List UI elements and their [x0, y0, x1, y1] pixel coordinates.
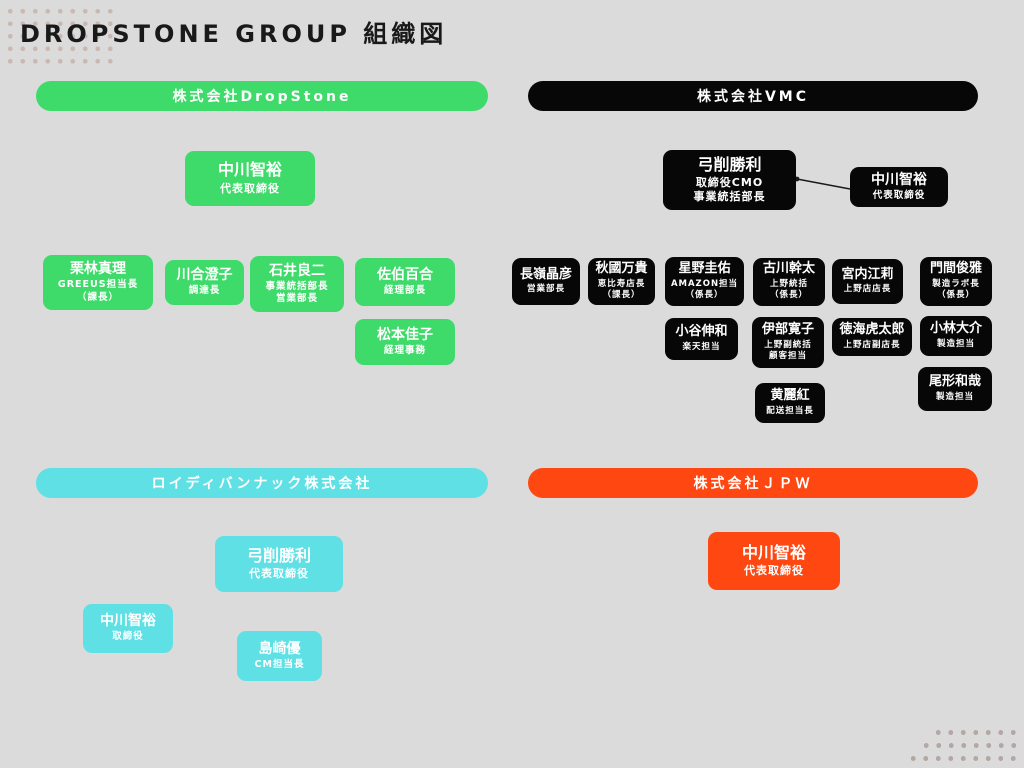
member-role: 製造ラボ長 （係長） [932, 278, 980, 300]
section-header-dropstone: 株式会社DropStone [36, 81, 488, 111]
member-role: 恵比寿店長 （課長） [597, 278, 646, 300]
member-role: 製造担当 [935, 391, 974, 402]
org-card: 黄麗紅 配送担当長 [755, 383, 825, 423]
dots-decoration-top-left [4, 5, 117, 68]
member-role: 上野店店長 [843, 284, 892, 295]
member-name: 小林大介 [929, 321, 982, 336]
member-name: 古川幹太 [762, 261, 815, 277]
member-role: 代表取締役 [872, 189, 926, 201]
org-card: 弓削勝利 代表取締役 [215, 536, 343, 592]
org-card: 秋國万貴 恵比寿店長 （課長） [588, 258, 655, 305]
member-role: 事業統括部長 営業部長 [265, 280, 329, 305]
member-name: 尾形和哉 [928, 374, 981, 389]
dots-decoration-bottom-right [920, 739, 1020, 752]
member-role: 上野副統括 顧客担当 [764, 339, 812, 361]
section-header-jpw: 株式会社ＪＰＷ [528, 468, 978, 498]
member-name: 川合澄子 [176, 267, 233, 284]
member-name: 伊部寛子 [761, 321, 814, 337]
member-name: 黄麗紅 [770, 388, 810, 403]
org-card: 松本佳子 経理事務 [355, 319, 455, 365]
org-card: 佐伯百合 経理部長 [355, 258, 455, 306]
member-role: 楽天担当 [682, 341, 721, 352]
org-card: 中川智裕 代表取締役 [850, 167, 948, 207]
member-name: 門間俊雅 [929, 260, 982, 276]
org-card: 栗林真理 GREEUS担当長 （課長） [43, 255, 153, 310]
member-name: 宮内江莉 [841, 266, 894, 282]
member-role: 調達長 [188, 285, 221, 297]
org-card: 門間俊雅 製造ラボ長 （係長） [920, 257, 992, 306]
member-role: 営業部長 [526, 284, 565, 295]
member-role: GREEUS担当長 （課長） [57, 279, 139, 303]
member-name: 栗林真理 [70, 261, 126, 278]
member-name: 中川智裕 [217, 160, 282, 180]
member-role: 配送担当長 [766, 405, 814, 416]
org-card: 小谷伸和 楽天担当 [665, 318, 738, 360]
org-card: 徳海虎太郎 上野店副店長 [832, 318, 912, 356]
member-role: 上野統括 （係長） [769, 279, 808, 301]
org-card: 伊部寛子 上野副統括 顧客担当 [752, 317, 824, 368]
member-name: 小谷伸和 [675, 324, 728, 339]
member-name: 長嶺晶彦 [519, 266, 572, 282]
member-role: 代表取締役 [249, 567, 309, 581]
member-role: 上野店副店長 [843, 339, 901, 350]
member-role: CM担当長 [254, 658, 305, 670]
org-card: 石井良二 事業統括部長 営業部長 [250, 256, 344, 312]
org-card: 中川智裕 取締役 [83, 604, 173, 653]
member-role: 代表取締役 [744, 564, 804, 578]
org-card: 小林大介 製造担当 [920, 316, 992, 356]
org-card: 古川幹太 上野統括 （係長） [753, 258, 825, 306]
member-role: 製造担当 [936, 338, 975, 349]
page-title: DROPSTONE GROUP 組織図 [20, 20, 448, 48]
member-name: 徳海虎太郎 [839, 322, 905, 337]
member-name: 松本佳子 [377, 326, 433, 343]
member-role: 経理部長 [383, 284, 426, 296]
member-name: 弓削勝利 [246, 545, 311, 565]
member-name: 中川智裕 [741, 542, 806, 562]
section-header-roidivannac: ロイディバンナック株式会社 [36, 468, 488, 498]
member-name: 弓削勝利 [697, 154, 762, 174]
member-role: 代表取締役 [220, 181, 280, 195]
member-name: 秋國万貴 [595, 260, 648, 276]
section-header-vmc: 株式会社VMC [528, 81, 978, 111]
member-role: 経理事務 [383, 344, 426, 356]
org-card: 宮内江莉 上野店店長 [832, 259, 903, 304]
member-name: 島崎優 [258, 640, 301, 657]
org-card: 川合澄子 調達長 [165, 260, 244, 305]
org-card: 長嶺晶彦 営業部長 [512, 258, 580, 305]
org-card: 弓削勝利 取締役CMO 事業統括部長 [663, 150, 796, 210]
member-role: AMAZON担当 （係長） [670, 278, 739, 300]
member-role: 取締役CMO 事業統括部長 [693, 175, 766, 204]
member-name: 星野圭佑 [678, 260, 731, 276]
dots-decoration-bottom-right [932, 726, 1020, 739]
org-card: 島崎優 CM担当長 [237, 631, 322, 681]
org-card: 中川智裕 代表取締役 [708, 532, 840, 590]
org-card: 星野圭佑 AMAZON担当 （係長） [665, 257, 744, 306]
org-card: 尾形和哉 製造担当 [918, 367, 992, 411]
dots-decoration-bottom-right [907, 752, 1020, 765]
org-card: 中川智裕 代表取締役 [185, 151, 315, 206]
member-name: 中川智裕 [871, 171, 927, 188]
member-name: 中川智裕 [100, 613, 156, 630]
member-name: 石井良二 [269, 262, 325, 279]
member-role: 取締役 [112, 631, 144, 643]
member-name: 佐伯百合 [377, 266, 433, 283]
